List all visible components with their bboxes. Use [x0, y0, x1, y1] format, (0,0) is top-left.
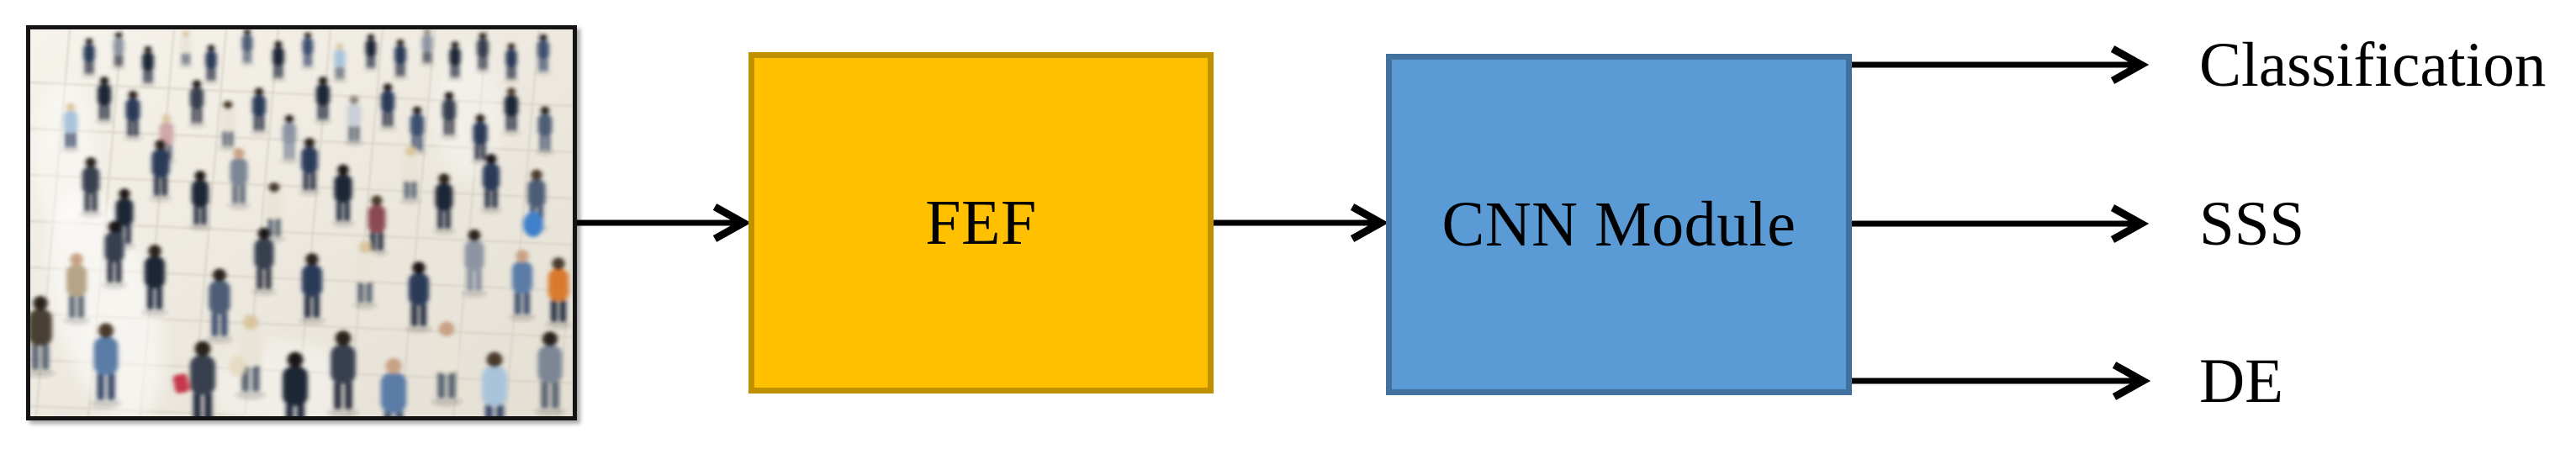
output-label-de: DE [2199, 346, 2283, 416]
node-fef: FEF [748, 52, 1214, 394]
crowd-photo [26, 25, 577, 420]
crowd-photo-art [30, 29, 573, 416]
arrow-input-to-fef [577, 203, 752, 242]
output-label-classification: Classification [2199, 29, 2547, 100]
arrow-cnn-to-de [1852, 362, 2151, 400]
node-cnn-module-label: CNN Module [1441, 189, 1796, 260]
node-fef-label: FEF [925, 188, 1037, 258]
arrow-fef-to-cnn [1214, 203, 1389, 242]
arrow-cnn-to-classification [1852, 45, 2150, 84]
node-cnn-module: CNN Module [1386, 54, 1852, 395]
arrow-cnn-to-sss [1852, 204, 2150, 243]
output-label-sss: SSS [2199, 188, 2305, 259]
